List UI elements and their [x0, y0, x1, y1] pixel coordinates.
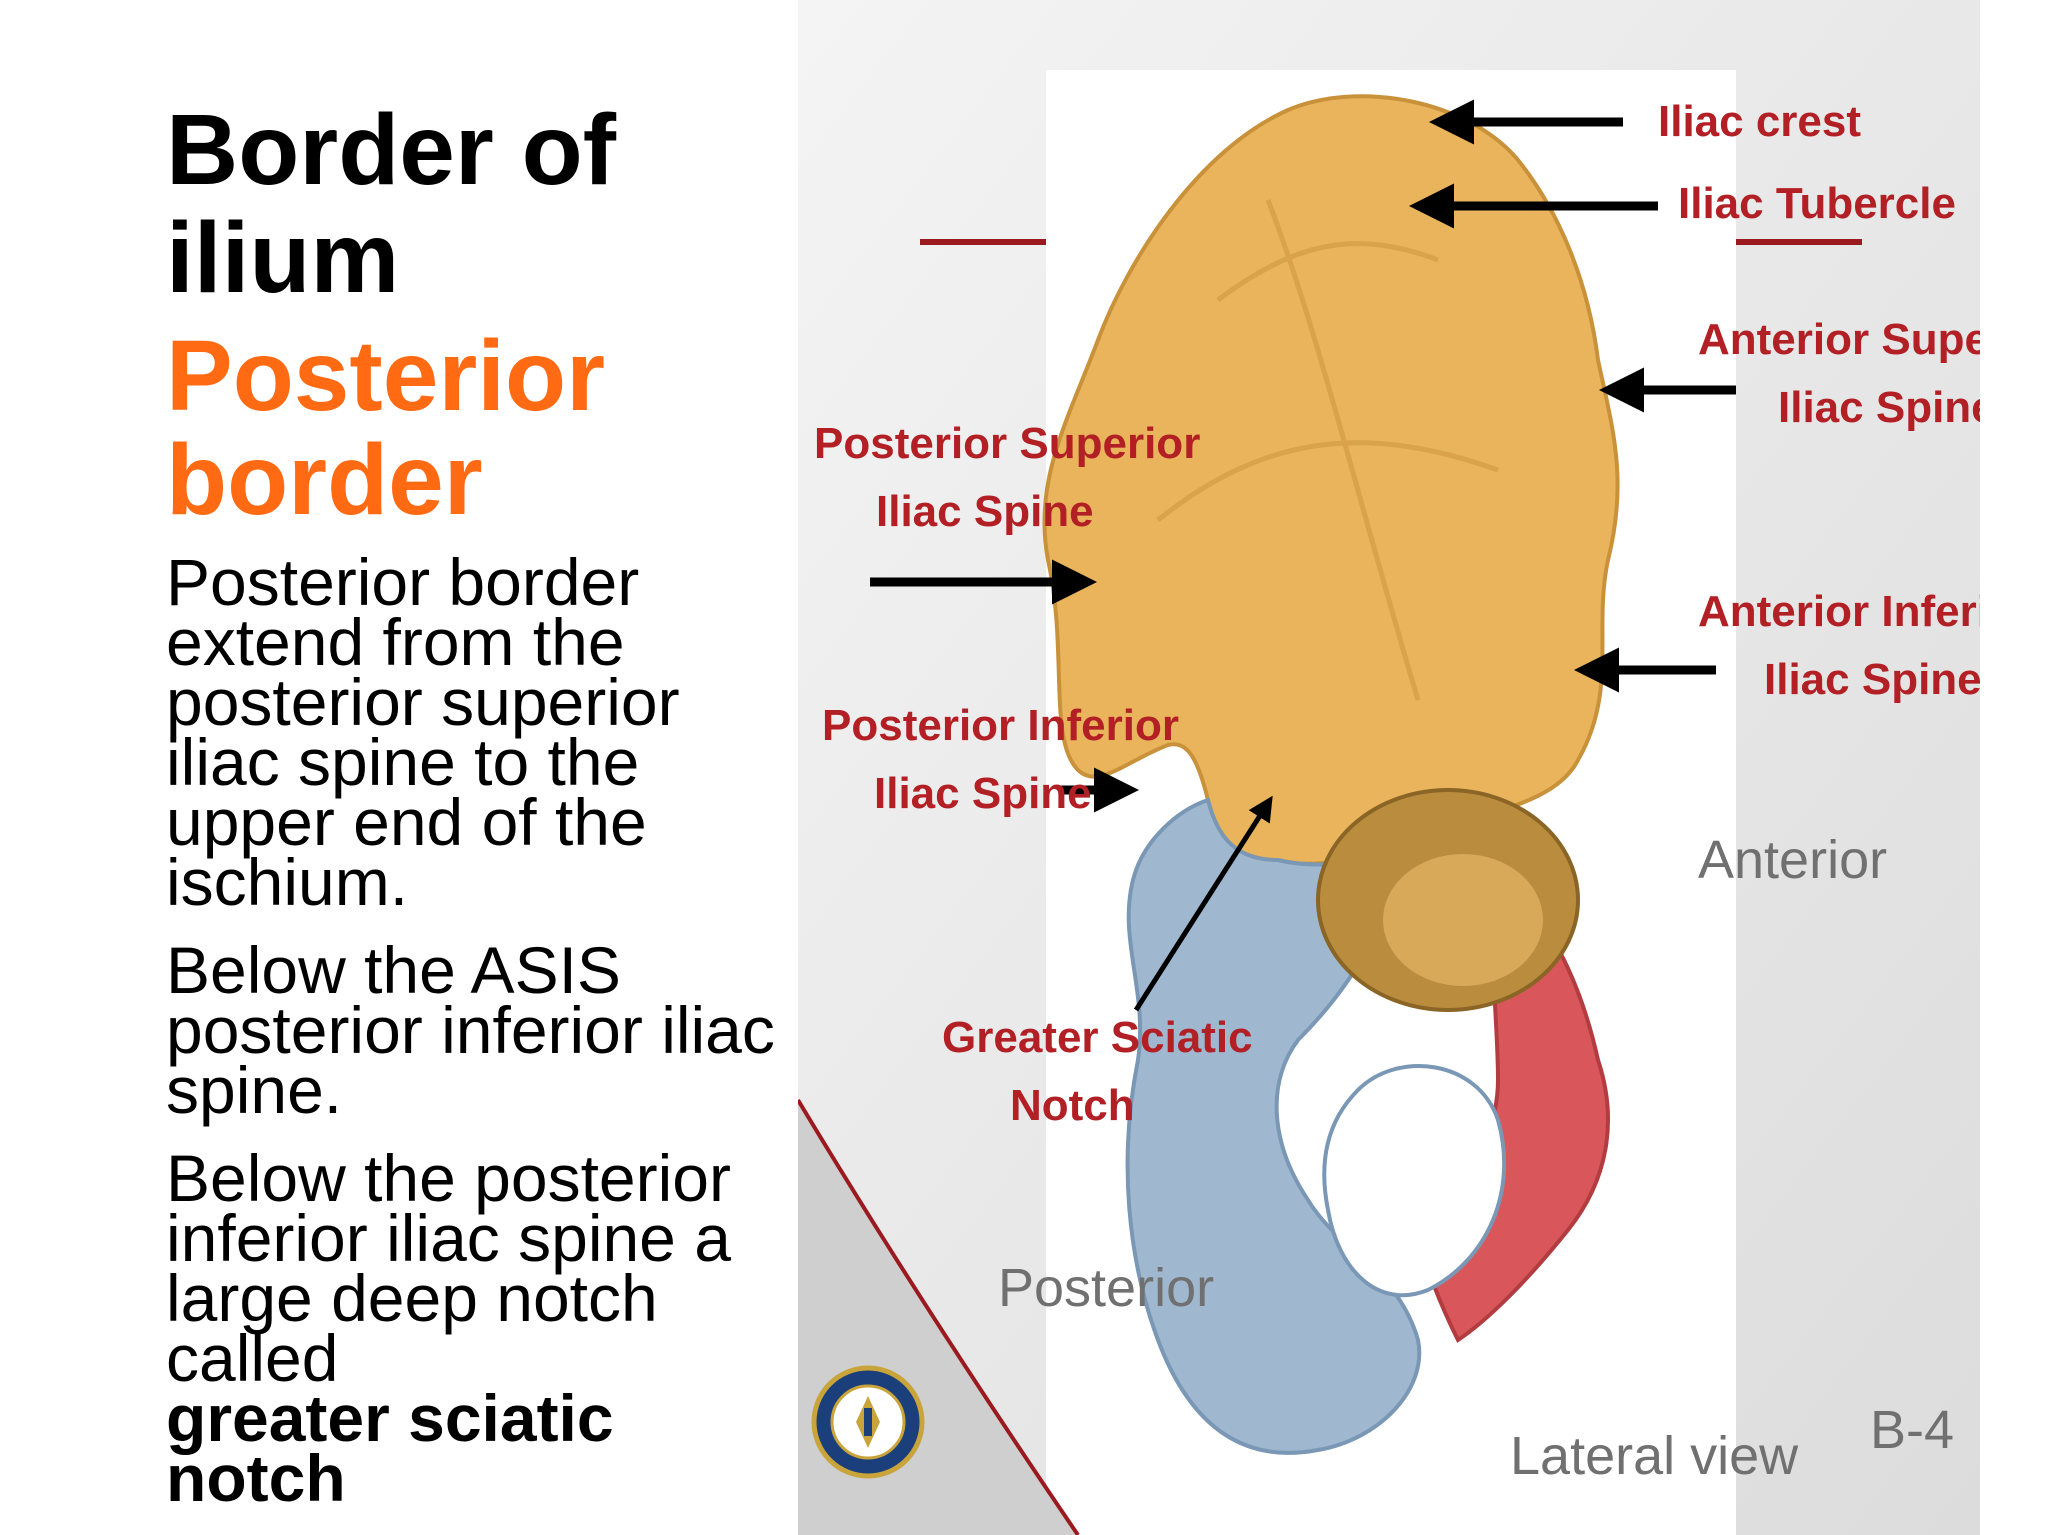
ilium-texture: [1156, 199, 1499, 701]
title-line-1: Border of: [166, 94, 616, 206]
label-posterior: Posterior: [998, 1258, 1214, 1318]
paragraph-greater-sciatic-notch: Below the posterior inferior iliac spine…: [166, 1145, 806, 1515]
text-column: Border of ilium Posterior border Posteri…: [166, 94, 806, 1515]
label-aiis-line-1: Anterior Inferior: [1698, 587, 1980, 636]
label-psis-line-2: Iliac Spine: [876, 487, 1094, 536]
hip-bone-svg: Iliac crest Iliac Tubercle Anterior Supe…: [798, 0, 1980, 1535]
label-asis-line-1: Anterior Superior: [1698, 315, 1980, 364]
label-gsn-line-2: Notch: [1010, 1081, 1135, 1130]
arrow-greater-sciatic-notch: [1133, 795, 1273, 1012]
label-figure-code: B-4: [1870, 1400, 1954, 1460]
paragraph-posterior-border: Posterior border extend from the posteri…: [166, 545, 680, 919]
label-piis-line-1: Posterior Inferior: [822, 701, 1179, 750]
paragraph-below-asis: Below the ASIS posterior inferior iliac …: [166, 933, 775, 1127]
label-anterior: Anterior: [1698, 830, 1887, 890]
title-line-2: ilium: [166, 202, 400, 314]
label-iliac-tubercle: Iliac Tubercle: [1678, 179, 1956, 228]
label-iliac-crest: Iliac crest: [1658, 97, 1861, 146]
label-piis-line-2: Iliac Spine: [874, 769, 1092, 818]
greater-sciatic-notch-term: greater sciatic notch: [166, 1381, 614, 1515]
slide-title: Border of ilium Posterior border: [166, 94, 806, 536]
subtitle-line-1: Posterior: [166, 320, 606, 432]
university-seal-icon: [811, 1365, 925, 1479]
label-lateral-view: Lateral view: [1510, 1426, 1799, 1486]
corner-swoosh-line: [798, 1098, 1080, 1535]
label-aiis-line-2: Iliac Spine: [1764, 655, 1980, 704]
label-psis-line-1: Posterior Superior: [814, 419, 1200, 468]
paragraph-3-text: Below the posterior inferior iliac spine…: [166, 1141, 731, 1395]
hip-bone-figure: Iliac crest Iliac Tubercle Anterior Supe…: [798, 0, 1980, 1535]
label-asis-line-2: Iliac Spine: [1778, 383, 1980, 432]
acetabulum-fossa: [1383, 854, 1543, 986]
label-gsn-line-1: Greater Sciatic: [942, 1013, 1253, 1062]
obturator-foramen: [1322, 1064, 1507, 1298]
subtitle-line-2: border: [166, 424, 483, 536]
